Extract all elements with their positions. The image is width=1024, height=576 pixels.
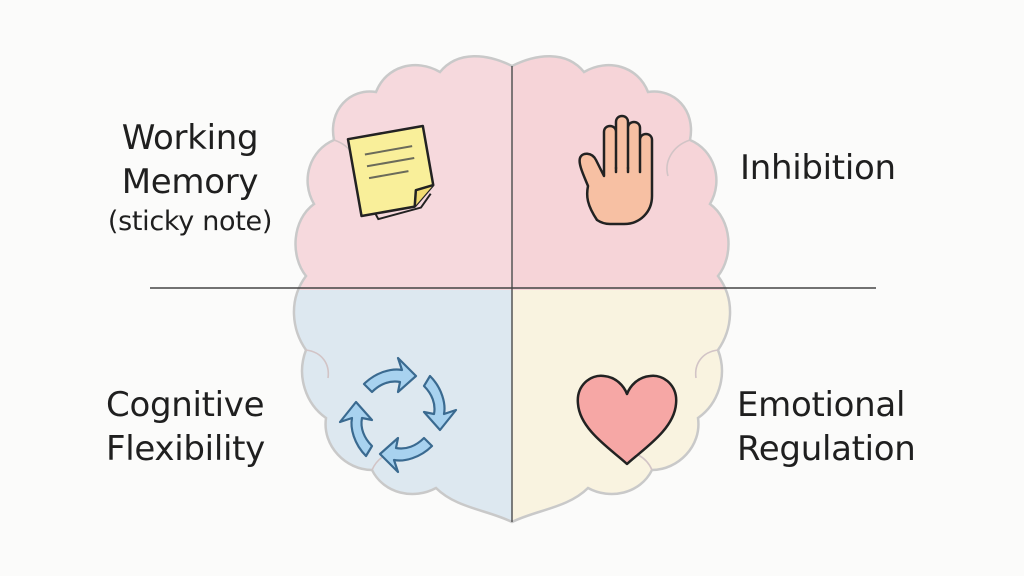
working-memory-title-line1: Working (121, 118, 259, 158)
working-memory-subtitle: (sticky note) (107, 206, 273, 237)
working-memory-label: Working Memory (sticky note) (95, 116, 285, 240)
heart-icon (576, 374, 678, 466)
emotional-regulation-title-line2: Regulation (737, 429, 916, 469)
inhibition-label: Inhibition (740, 146, 896, 190)
working-memory-title-line2: Memory (121, 162, 259, 202)
emotional-regulation-label: Emotional Regulation (737, 383, 916, 471)
cognitive-flexibility-title-line2: Flexibility (106, 429, 265, 469)
cognitive-flexibility-label: Cognitive Flexibility (106, 383, 265, 471)
raised-hand-icon (578, 114, 654, 226)
cycle-arrows-icon (338, 356, 458, 474)
cognitive-flexibility-title-line1: Cognitive (106, 385, 265, 425)
inhibition-title: Inhibition (740, 148, 896, 188)
quadrant-cognitive-flexibility (293, 290, 512, 522)
emotional-regulation-title-line1: Emotional (737, 385, 906, 425)
sticky-note-icon (346, 124, 435, 221)
